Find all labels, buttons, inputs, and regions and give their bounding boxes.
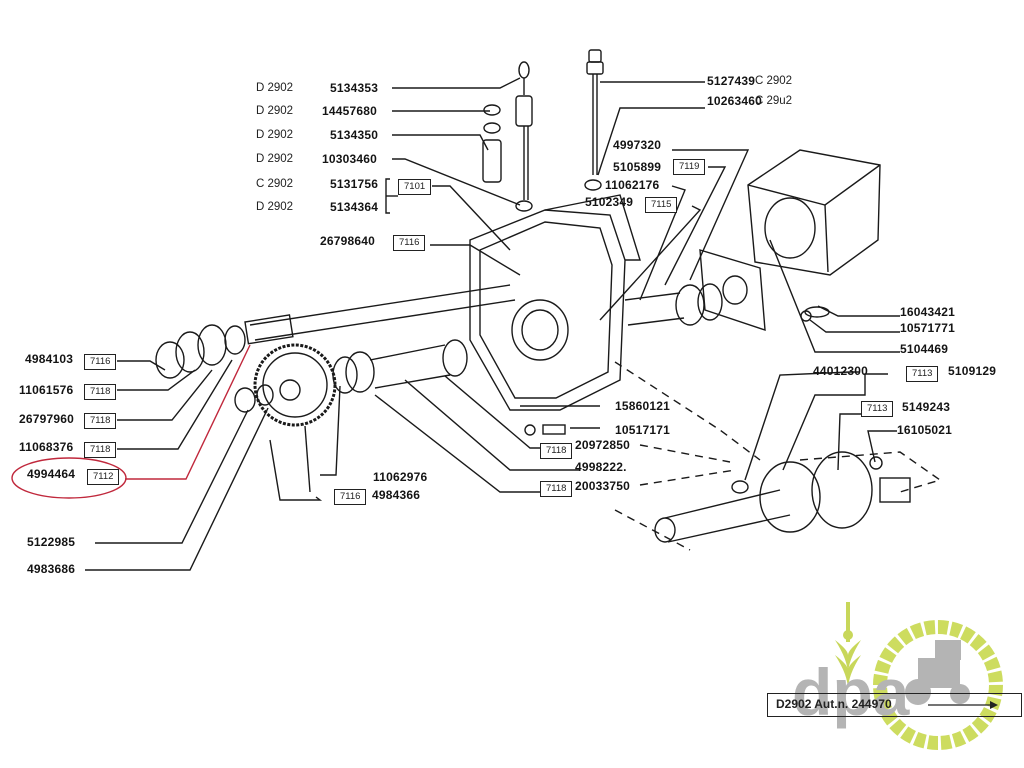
part-number[interactable]: 5149243	[902, 400, 951, 414]
part-number[interactable]: 20033750	[575, 479, 630, 493]
highlight-marker	[11, 344, 251, 499]
leader-lines-left	[85, 359, 580, 571]
part-number[interactable]: 5102349	[585, 195, 634, 209]
gear-wheel	[234, 343, 337, 427]
pto-shaft	[654, 451, 911, 543]
group-ref-box: 7118	[540, 443, 573, 459]
part-number[interactable]: 5105899	[613, 160, 662, 174]
oil-dipstick-right	[584, 49, 705, 191]
part-number[interactable]: 10517171	[615, 423, 670, 437]
group-ref-box: 7113	[861, 401, 894, 417]
part-number[interactable]: 44012300	[813, 364, 868, 378]
group-ref-box: 7118	[84, 442, 117, 458]
part-number[interactable]: 11062176	[605, 178, 660, 192]
transmission-housing	[469, 194, 641, 411]
part-number[interactable]: 4984366	[372, 488, 421, 502]
group-ref-box: 7113	[906, 366, 939, 382]
part-number[interactable]: 5104469	[900, 342, 949, 356]
part-number[interactable]: 4998222.	[575, 460, 627, 474]
part-number[interactable]: 4997320	[613, 138, 662, 152]
part-number[interactable]: 4983686	[27, 562, 76, 576]
part-number[interactable]: 5127439	[707, 74, 756, 88]
pto-cover	[747, 149, 881, 276]
dashed-guides	[614, 361, 942, 551]
arrow-right-icon	[928, 701, 998, 709]
part-number[interactable]: 14457680	[322, 104, 377, 118]
leader-lines-right	[744, 239, 900, 481]
drawing-reference-box: D2902 Aut.n. 244970	[767, 693, 1022, 717]
part-number[interactable]: 4984103	[25, 352, 74, 366]
main-shaft	[155, 284, 516, 379]
part-number[interactable]: 11062976	[373, 470, 428, 484]
part-code: C 2902	[755, 75, 793, 87]
group-ref-box: 7118	[84, 384, 117, 400]
dipstick-assembly	[482, 61, 533, 212]
part-number[interactable]: 5122985	[27, 535, 76, 549]
part-code: D 2902	[256, 201, 294, 213]
part-number[interactable]: 10571771	[900, 321, 955, 335]
part-number[interactable]: 11068376	[19, 440, 74, 454]
part-code: D 2902	[256, 129, 294, 141]
part-number[interactable]: 16105021	[897, 423, 952, 437]
group-ref-box: 7112	[87, 469, 120, 485]
part-number[interactable]: 5134350	[330, 128, 379, 142]
drawing-reference-text: D2902 Aut.n. 244970	[776, 697, 892, 711]
part-number[interactable]: 10263460	[707, 94, 762, 108]
part-number[interactable]: 5134364	[330, 200, 379, 214]
part-code: D 2902	[256, 82, 294, 94]
leader-lines-center	[430, 149, 750, 321]
part-number[interactable]: 16043421	[900, 305, 955, 319]
bolts-bottom-center	[520, 405, 600, 436]
part-code: C 29u2	[755, 95, 793, 107]
group-ref-box: 7101	[398, 179, 432, 195]
part-number[interactable]: 26797960	[19, 412, 74, 426]
output-shaft-right	[624, 249, 766, 331]
part-number[interactable]: 10303460	[322, 152, 377, 166]
part-number-highlighted[interactable]: 4994464	[27, 467, 76, 481]
group-ref-box: 7118	[540, 481, 573, 497]
group-ref-box: 7118	[84, 413, 117, 429]
part-number[interactable]: 11061576	[19, 383, 74, 397]
part-code: D 2902	[256, 153, 294, 165]
group-ref-box: 7119	[673, 159, 706, 175]
part-number[interactable]: 15860121	[615, 399, 670, 413]
counter-shaft	[332, 339, 468, 394]
part-code: C 2902	[256, 178, 294, 190]
part-number[interactable]: 20972850	[575, 438, 630, 452]
part-number[interactable]: 5134353	[330, 81, 379, 95]
group-ref-box: 7116	[84, 354, 117, 370]
part-number[interactable]: 5131756	[330, 177, 379, 191]
group-ref-box: 7116	[334, 489, 367, 505]
part-code: D 2902	[256, 105, 294, 117]
leader-lines-upper-left	[385, 77, 521, 251]
part-number[interactable]: 5109129	[948, 364, 997, 378]
group-ref-box: 7116	[393, 235, 426, 251]
part-number[interactable]: 26798640	[320, 234, 375, 248]
group-ref-box: 7115	[645, 197, 678, 213]
